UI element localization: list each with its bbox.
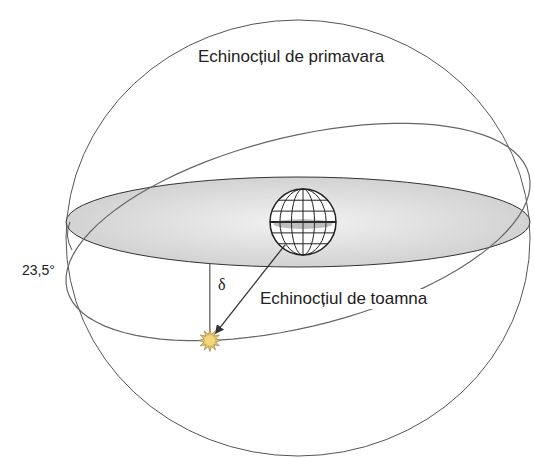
ecliptic — [66, 123, 530, 340]
tilt-arc — [67, 222, 72, 250]
equinox-label: Echinocțiul de primavara — [196, 47, 386, 67]
earth-globe — [270, 189, 336, 255]
declination-line — [209, 264, 210, 333]
equator-plane — [66, 177, 530, 267]
equinox-label: Echinocțiul de toamna — [258, 289, 429, 309]
angle-symbol: δ — [216, 276, 228, 294]
sun-core — [205, 335, 215, 345]
angle-label: 23,5° — [20, 262, 57, 278]
sun-symbol — [199, 329, 221, 351]
sphere-outline — [66, 20, 530, 456]
